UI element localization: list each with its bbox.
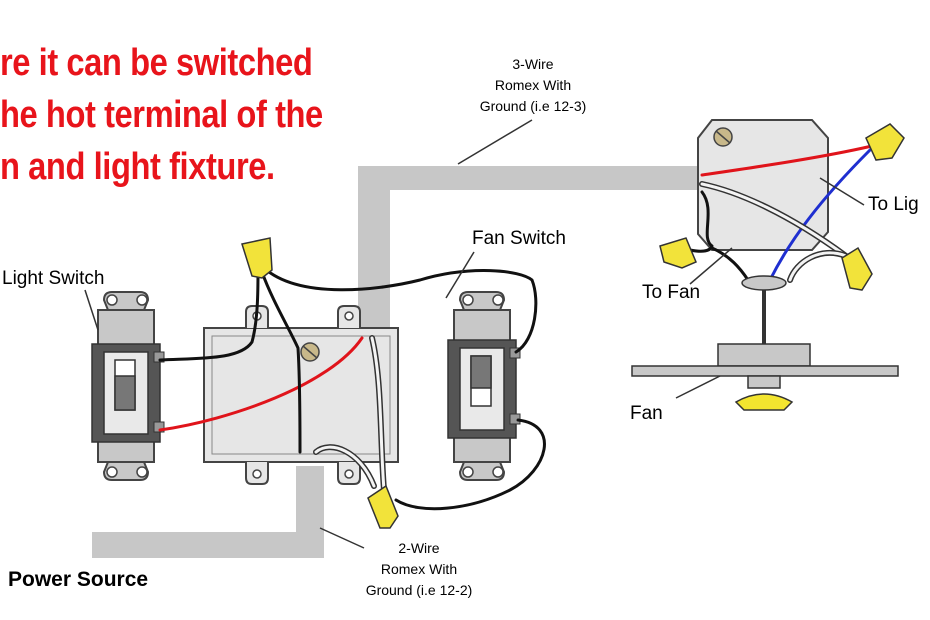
label-three-wire-line-1: 3-Wire: [512, 56, 554, 72]
fan-light-icon: [734, 393, 794, 411]
headline-line-3: n and light fixture.: [0, 146, 275, 188]
label-light-switch: Light Switch: [2, 268, 105, 289]
ceiling-fan: [631, 275, 899, 411]
leader-lines: [84, 119, 865, 549]
label-power-source: Power Source: [8, 568, 149, 591]
hot-wire-light: [158, 336, 364, 432]
black-wire-fixture-2: [710, 246, 750, 282]
label-two-wire-line-3: Ground (i.e 12-2): [365, 582, 473, 598]
wire-nut-icon: [865, 123, 905, 161]
label-fan-switch: Fan Switch: [472, 228, 566, 249]
wires: [158, 144, 874, 511]
wire-nuts: [241, 123, 905, 529]
label-three-wire: 3-Wire Romex With Ground (i.e 12-3): [458, 54, 608, 117]
label-three-wire-line-2: Romex With: [494, 77, 572, 93]
label-fan: Fan: [630, 403, 663, 424]
black-wire-3: [262, 266, 538, 354]
label-two-wire-line-1: 2-Wire: [398, 540, 440, 556]
conduit-path: [92, 166, 703, 558]
fan-blades-icon: [631, 365, 899, 377]
label-to-fan: To Fan: [642, 282, 701, 303]
wire-nut-icon: [367, 484, 399, 529]
black-wire-4: [394, 418, 546, 511]
neutral-wire: [768, 148, 872, 282]
wire-nut-icon: [659, 237, 697, 269]
wire-nut-icon: [841, 246, 873, 291]
headline-line-1: re it can be switched: [0, 42, 313, 84]
label-to-light: To Lig: [868, 194, 919, 215]
black-wire-2: [260, 270, 302, 454]
label-two-wire: 2-Wire Romex With Ground (i.e 12-2): [344, 538, 494, 601]
switch-toggle-icon: [114, 375, 136, 411]
fan-canopy-icon: [741, 275, 787, 291]
fan-switch: [447, 291, 521, 481]
light-switch: [91, 291, 165, 481]
wire-nut-icon: [241, 237, 273, 279]
label-three-wire-line-3: Ground (i.e 12-3): [479, 98, 587, 114]
label-two-wire-line-2: Romex With: [380, 561, 458, 577]
headline-line-2: he hot terminal of the: [0, 94, 323, 136]
black-wire-fixture: [688, 190, 714, 253]
black-wire-1: [158, 268, 260, 362]
ceiling-box: [697, 119, 829, 251]
hot-wire-fixture: [700, 144, 874, 177]
switch-toggle-icon: [470, 355, 492, 389]
